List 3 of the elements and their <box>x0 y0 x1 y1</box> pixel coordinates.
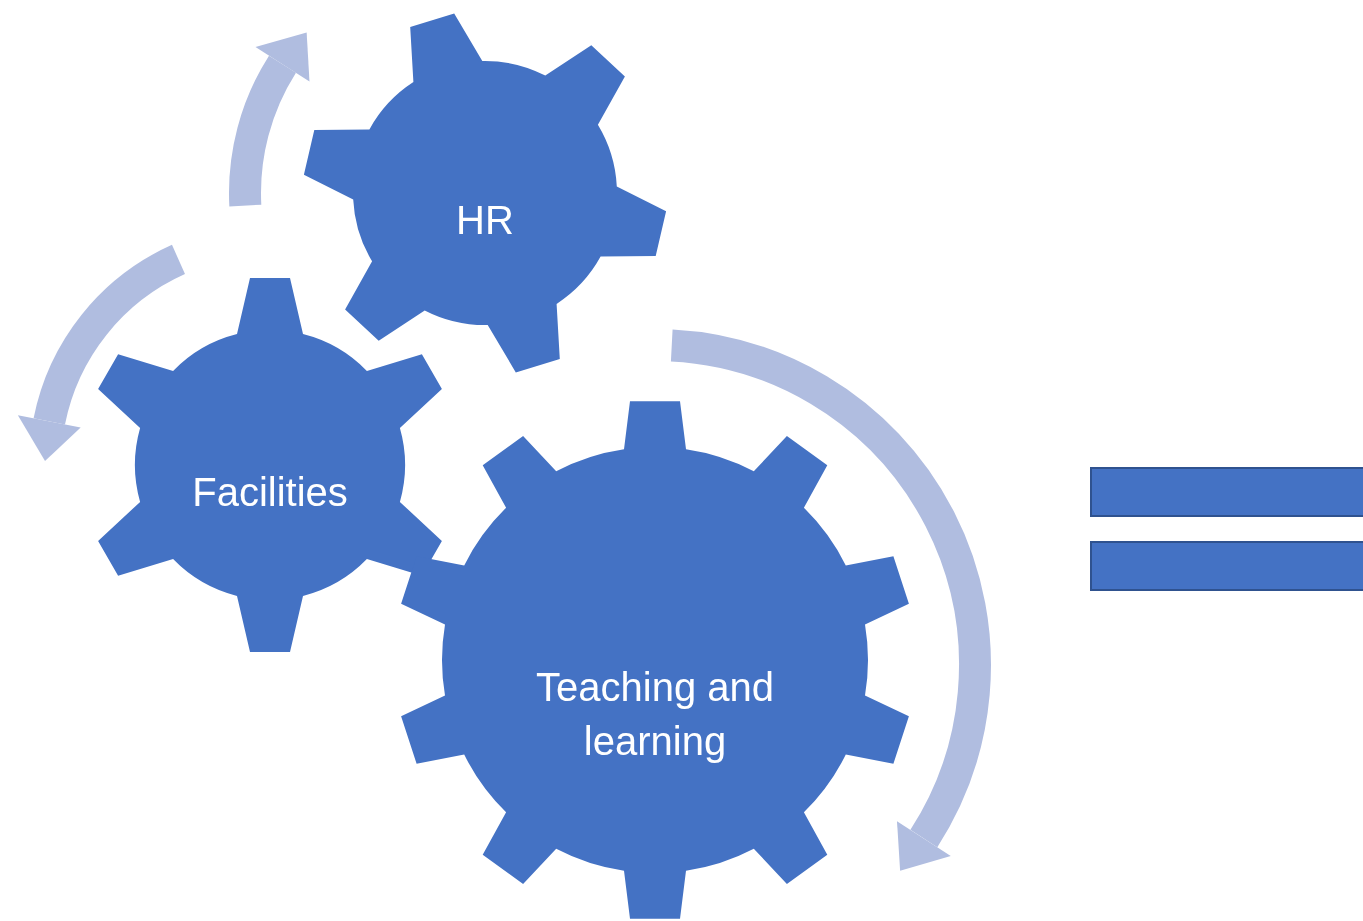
gear-label: HR <box>455 197 515 244</box>
gear-label: Facilities <box>191 469 349 516</box>
gear-label: Teaching and learning <box>535 664 775 765</box>
